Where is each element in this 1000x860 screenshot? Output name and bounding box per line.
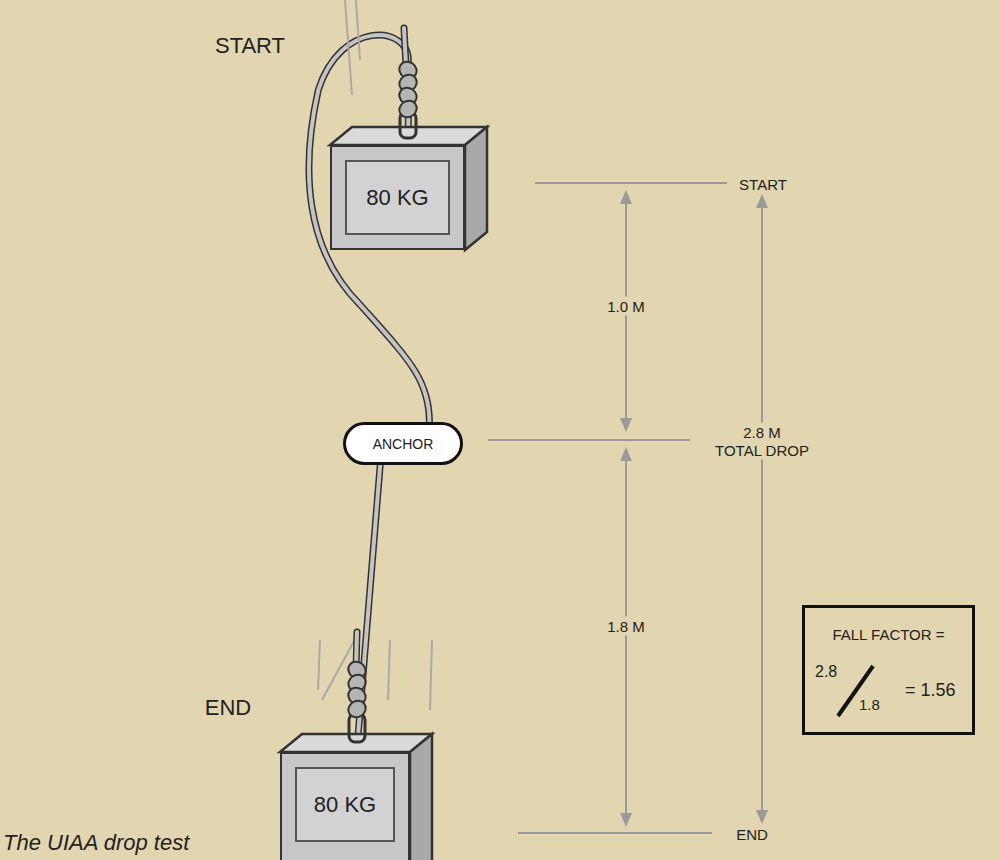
position-label: END bbox=[731, 825, 773, 844]
formula-text: 1.8 bbox=[859, 696, 880, 713]
position-label: END bbox=[205, 695, 251, 721]
weight-top-face bbox=[330, 127, 487, 145]
formula-box: FALL FACTOR = 2.8 1.8 = 1.56 bbox=[802, 605, 975, 735]
rope-tail bbox=[404, 28, 406, 66]
weight-side-face bbox=[465, 127, 487, 250]
weight-panel: 80 KG bbox=[295, 767, 395, 842]
position-label: TOTAL DROP bbox=[710, 441, 814, 460]
dimension-arrowheads bbox=[620, 190, 768, 827]
figure-caption: The UIAA drop test bbox=[3, 830, 189, 856]
weight-front-face: 80 KG bbox=[280, 752, 410, 860]
formula-text: = 1.56 bbox=[905, 680, 956, 701]
dimension-lines bbox=[488, 183, 762, 833]
formula-text: FALL FACTOR = bbox=[805, 626, 972, 643]
weight-panel: 80 KG bbox=[345, 160, 450, 235]
position-label: START bbox=[734, 175, 792, 194]
anchor-label: ANCHOR bbox=[373, 436, 434, 452]
dimension-label: 2.8 M bbox=[738, 423, 786, 442]
anchor-pill: ANCHOR bbox=[343, 422, 463, 465]
weight-front-face: 80 KG bbox=[330, 145, 465, 250]
formula-text: 2.8 bbox=[815, 663, 837, 681]
dimension-label: 1.8 M bbox=[602, 617, 650, 636]
weight-label: 80 KG bbox=[314, 792, 376, 818]
dimension-label: 1.0 M bbox=[602, 297, 650, 316]
weight-label: 80 KG bbox=[366, 185, 428, 211]
position-label: START bbox=[215, 33, 285, 59]
figure-eight-knot bbox=[396, 58, 420, 120]
figure-eight-knot bbox=[345, 658, 369, 720]
motion-lines bbox=[318, 0, 432, 710]
rope-tail bbox=[404, 28, 406, 66]
weight-side-face bbox=[410, 734, 432, 860]
